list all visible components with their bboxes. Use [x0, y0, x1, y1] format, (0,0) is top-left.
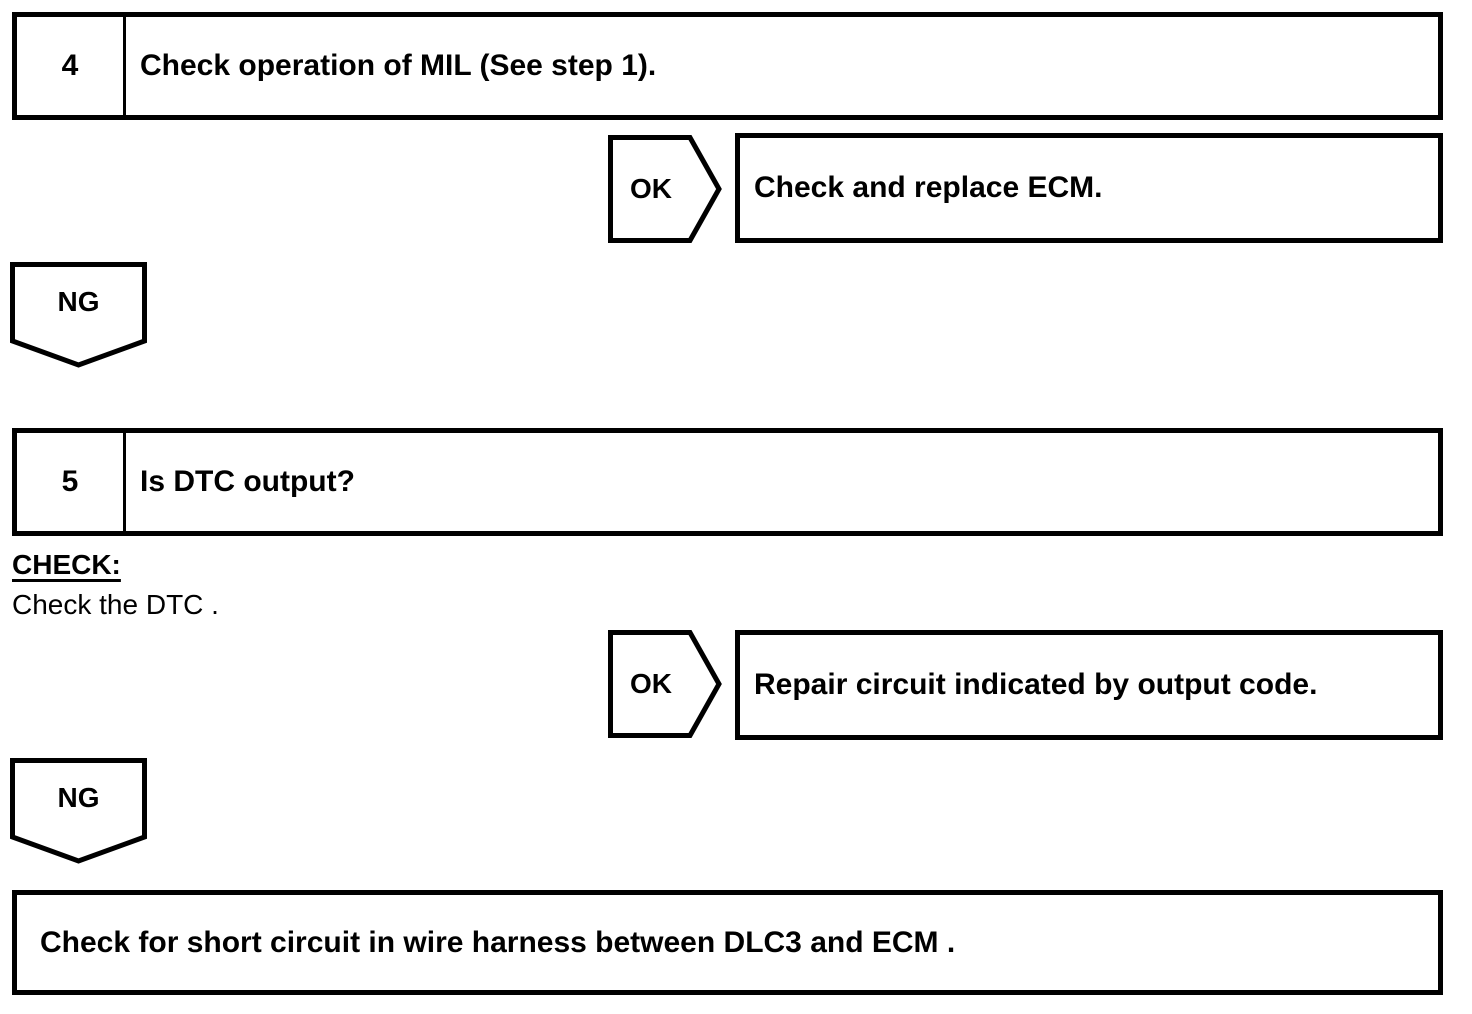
- check-body-text: Check the DTC .: [12, 589, 219, 620]
- ng-connector-step4: NG: [10, 262, 147, 368]
- ok-label: OK: [630, 173, 672, 204]
- ng-label: NG: [57, 782, 100, 813]
- ok-label: OK: [630, 668, 672, 699]
- final-action-text: Check for short circuit in wire harness …: [40, 925, 956, 959]
- ok-connector-step5: OK: [608, 630, 722, 738]
- check-heading: CHECK:: [12, 549, 121, 580]
- ok-pentagon-right-icon: [608, 135, 722, 243]
- ok-pentagon-right-icon: [608, 630, 722, 738]
- step-5-number: 5: [17, 433, 126, 531]
- step-4-ok-result-text: Check and replace ECM.: [754, 171, 1103, 204]
- ng-label: NG: [57, 286, 100, 317]
- step-4-ok-result-box: Check and replace ECM.: [735, 133, 1443, 243]
- step-5-ok-result-box: Repair circuit indicated by output code.: [735, 630, 1443, 740]
- step-4-box: 4 Check operation of MIL (See step 1).: [12, 12, 1443, 120]
- ok-connector-step4: OK: [608, 135, 722, 243]
- ng-connector-step5: NG: [10, 758, 147, 864]
- final-action-box: Check for short circuit in wire harness …: [12, 890, 1443, 995]
- ng-pentagon-down-icon: [10, 262, 147, 368]
- step-5-title: Is DTC output?: [140, 465, 355, 498]
- ng-pentagon-down-icon: [10, 758, 147, 864]
- step-5-ok-result-text: Repair circuit indicated by output code.: [754, 668, 1318, 701]
- step-4-title: Check operation of MIL (See step 1).: [140, 49, 657, 82]
- step-5-box: 5 Is DTC output?: [12, 428, 1443, 536]
- step-4-number: 4: [17, 17, 126, 115]
